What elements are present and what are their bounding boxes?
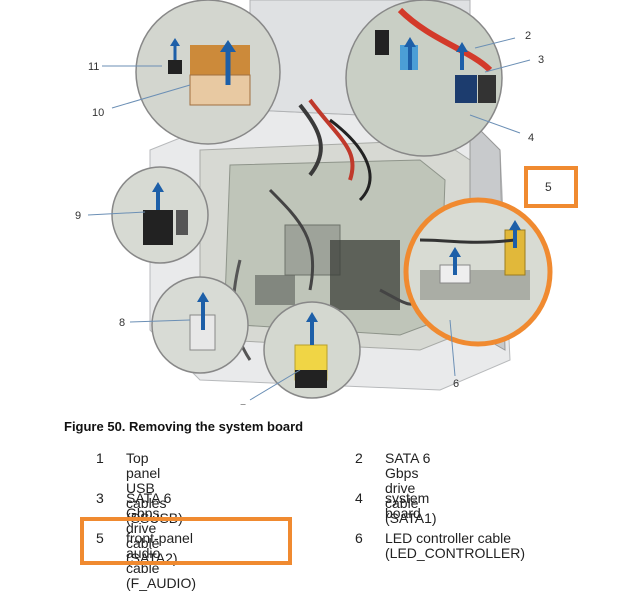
callout-7: 7	[240, 403, 246, 405]
legend-num: 2	[355, 450, 363, 466]
legend-num: 3	[96, 490, 104, 506]
legend-line1: SATA 6 Gbps drive cable	[385, 450, 431, 511]
legend-line2: (SATA1)	[385, 510, 437, 526]
legend-text: LED controller cable (LED_CONTROLLER)	[385, 531, 525, 561]
legend-line2: (LED_CONTROLLER)	[385, 545, 526, 561]
zoom-circle-usb-cable	[111, 166, 209, 264]
zoom-circle-sata-cables	[345, 0, 503, 157]
legend-line1: LED controller cable	[385, 530, 512, 546]
callout-5-highlight: 5	[524, 166, 578, 208]
zoom-circle-power-connector	[263, 301, 361, 399]
legend-num: 6	[355, 530, 363, 546]
callout-3: 3	[538, 54, 544, 66]
callout-4: 4	[528, 132, 534, 144]
callout-11: 11	[88, 61, 99, 73]
legend-num: 4	[355, 490, 363, 506]
legend-line2: (F_AUDIO)	[126, 575, 196, 591]
callout-9: 9	[75, 210, 81, 222]
zoom-circle-switch-cable	[151, 276, 249, 374]
legend-num: 5	[96, 530, 104, 546]
legend-table: 1 Top panel USB cables (SSUSB) 2 SATA 6 …	[0, 445, 644, 591]
callout-numbers: 11 10 2 3 4 9 8 7 6	[75, 30, 544, 405]
zoom-circle-power-cable	[135, 0, 281, 145]
callout-8: 8	[119, 317, 125, 329]
legend-item-5-highlight	[80, 517, 292, 565]
zoom-circle-audio-led-cable	[403, 197, 553, 347]
callout-2: 2	[525, 30, 531, 42]
callout-lines	[87, 37, 531, 401]
legend-text: SATA 6 Gbps drive cable (SATA2)	[126, 491, 178, 566]
legend-line1: system board	[385, 490, 430, 521]
legend-num: 1	[96, 450, 104, 466]
legend-line1: SATA 6 Gbps drive cable	[126, 490, 172, 551]
legend-line1: Top panel USB cables	[126, 450, 167, 511]
callout-6: 6	[453, 378, 459, 390]
callout-5: 5	[545, 180, 552, 194]
system-board-illustration: 11 10 2 3 4 9 8 7 6	[75, 0, 553, 405]
callout-10: 10	[92, 107, 104, 119]
legend-text: system board	[385, 491, 429, 521]
figure-caption: Figure 50. Removing the system board	[64, 419, 304, 434]
legend-text: SATA 6 Gbps drive cable (SATA1)	[385, 451, 437, 526]
